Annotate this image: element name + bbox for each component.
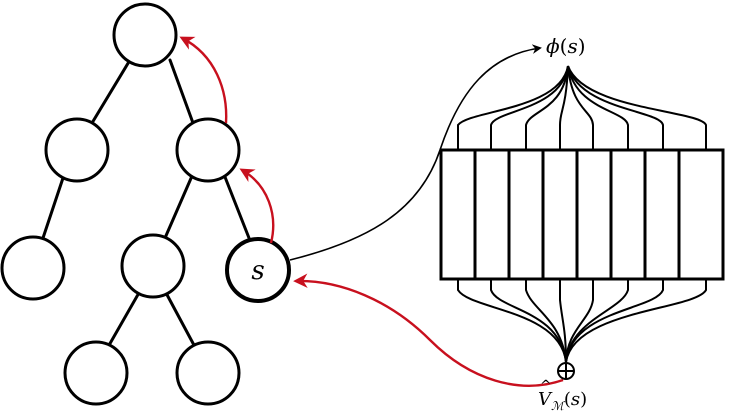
edge-root-l1right <box>168 58 195 125</box>
edge-l2b-l3b <box>163 289 197 349</box>
network-cell <box>541 148 579 281</box>
edge-l1right-s <box>223 175 251 240</box>
tree: s <box>0 2 291 406</box>
network-cell <box>439 148 477 281</box>
value-fn: V <box>538 389 553 410</box>
tree-node-l1-right <box>175 117 241 183</box>
network-cell <box>473 148 511 281</box>
tree-node-l2-b <box>120 233 186 299</box>
phi-label: ϕ(s) <box>546 34 586 58</box>
value-arg: s <box>571 389 580 410</box>
phi-open: ( <box>560 34 568 58</box>
edge-root-l1left <box>90 58 132 125</box>
top-connections <box>457 65 707 150</box>
backup-arrow-s-to-parent <box>239 168 275 244</box>
sum-node <box>557 362 575 380</box>
network-cell <box>575 148 613 281</box>
phi-close: ) <box>578 34 586 58</box>
network-cell <box>609 148 647 281</box>
tree-edges <box>41 58 251 349</box>
bottom-connections <box>457 279 707 363</box>
tree-node-l2-a <box>0 235 66 301</box>
tree-node-l1-left <box>44 117 110 183</box>
tree-node-s <box>225 237 291 303</box>
tree-node-l3-a <box>63 340 129 406</box>
network-cell <box>677 148 725 281</box>
tree-node-l3-b <box>175 340 241 406</box>
network-cell <box>643 148 681 281</box>
phi-fn: ϕ <box>546 34 560 58</box>
value-open: ( <box>564 389 571 410</box>
edge-l2b-l3a <box>106 289 142 349</box>
value-arrow-to-s <box>293 273 564 387</box>
tree-node-root <box>112 2 178 68</box>
value-hat: ^ <box>540 378 552 394</box>
phi-arg: s <box>567 34 577 58</box>
edge-l1left-l2a <box>41 176 65 240</box>
network-block <box>439 148 725 281</box>
edge-l1right-l2b <box>163 174 194 240</box>
network-cell <box>507 148 545 281</box>
tree-node-s-label: s <box>251 256 264 286</box>
backup-arrows <box>179 36 564 387</box>
value-close: ) <box>580 389 587 410</box>
value-subscript: ℳ <box>551 399 566 413</box>
value-label: Vℳ(s) <box>538 389 587 413</box>
backup-arrow-parent-to-root <box>179 36 228 124</box>
